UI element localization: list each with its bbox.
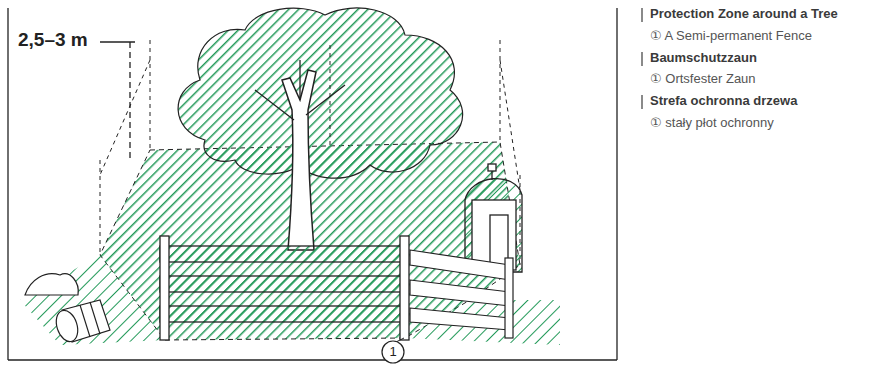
barrel [53, 300, 110, 344]
side-fence [410, 250, 513, 338]
rock [25, 274, 78, 295]
site-hut [465, 164, 522, 272]
callout-legend: ① A Semi-permanent Fence [650, 29, 812, 43]
ground-hatch [20, 255, 165, 345]
callout-number: 1 [389, 345, 396, 359]
height-dimension [100, 42, 135, 160]
heading-english: Protection Zone around a Tree [650, 7, 838, 21]
front-fence [160, 236, 409, 340]
heading-polish: Strefa ochronna drzewa [650, 94, 797, 108]
callout-legend: ① stały płot ochronny [650, 116, 774, 130]
tree-canopy [178, 8, 463, 178]
heading-bar [641, 8, 643, 109]
ground-hatch [405, 300, 560, 345]
frame [8, 8, 617, 360]
callout-circle [382, 341, 404, 363]
heading-german: Baumschutzzaun [650, 51, 757, 65]
dimension-text: 2,5–3 m [18, 30, 88, 51]
back-fence [100, 40, 520, 265]
callout-legend: ① Ortsfester Zaun [650, 72, 756, 86]
tree-trunk [255, 60, 345, 250]
